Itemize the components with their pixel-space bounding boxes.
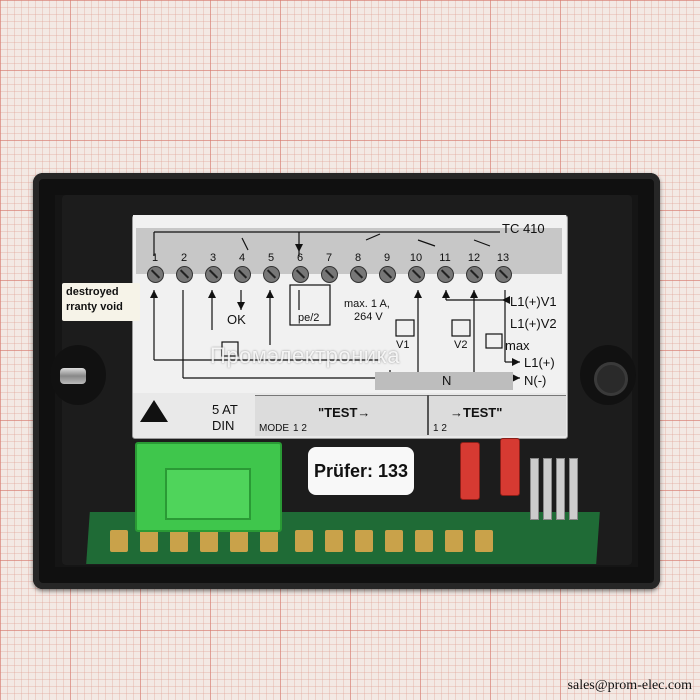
contact-pad [170, 530, 188, 552]
mode-numbers-2: 1 2 [433, 423, 447, 434]
contact-pad [445, 530, 463, 552]
v1-label: V1 [396, 339, 410, 351]
rating-label: max. 1 A, [344, 298, 390, 310]
ok-label: OK [227, 312, 246, 327]
mode-jumper-2[interactable] [500, 438, 520, 496]
terminal-3: 3 [198, 252, 228, 283]
l1-label: L1(+) [524, 355, 555, 370]
test-mode-1-label: "TEST→ [318, 405, 371, 420]
pcb-contacts [100, 530, 500, 554]
contact-pad [295, 530, 313, 552]
terminal-screw [175, 266, 193, 283]
mode-numbers: 1 2 [293, 423, 307, 434]
terminal-row: 1 2 3 4 5 6 7 8 9 10 11 12 13 [140, 252, 520, 286]
contact-pad [230, 530, 248, 552]
contact-pad [140, 530, 158, 552]
terminal-1: 1 [140, 252, 170, 283]
mode-strip [255, 395, 566, 436]
terminal-2: 2 [169, 252, 199, 283]
voltage-label: 264 V [354, 311, 383, 323]
connector-latch[interactable] [165, 468, 251, 520]
terminal-10: 10 [401, 252, 431, 283]
terminal-screw [204, 266, 222, 283]
n-minus-label: N(-) [524, 373, 547, 388]
terminal-screw [494, 266, 512, 283]
mode-jumper-1[interactable] [460, 442, 480, 500]
terminal-screw [465, 266, 483, 283]
terminal-12: 12 [459, 252, 489, 283]
terminal-screw [378, 266, 396, 283]
l1-v2-label: L1(+)V2 [510, 316, 557, 331]
green-terminal-connector[interactable] [135, 442, 282, 532]
contact-pad [200, 530, 218, 552]
v2-label: V2 [454, 339, 468, 351]
contact-email: sales@prom-elec.com [567, 678, 692, 693]
terminal-screw [349, 266, 367, 283]
terminal-9: 9 [372, 252, 402, 283]
neutral-terminal-bar [375, 372, 513, 390]
contact-pad [260, 530, 278, 552]
max-label: max [505, 338, 530, 353]
terminal-bar [136, 228, 562, 274]
terminal-5: 5 [256, 252, 286, 283]
contact-pad [110, 530, 128, 552]
contact-pad [355, 530, 373, 552]
contact-pad [325, 530, 343, 552]
warranty-sticker: destroyed rranty void [62, 283, 140, 321]
header-pin [556, 458, 565, 520]
terminal-screw [146, 266, 164, 283]
mode-divider [427, 395, 429, 435]
pe-label: pe/2 [298, 312, 320, 324]
n-label: N [442, 373, 452, 388]
fuse-rating-label: 5 AT [212, 402, 238, 417]
contact-pad [415, 530, 433, 552]
terminal-13: 13 [488, 252, 518, 283]
terminal-screw [233, 266, 251, 283]
terminal-8: 8 [343, 252, 373, 283]
terminal-11: 11 [430, 252, 460, 283]
watermark-text: Промэлектроника [210, 343, 400, 368]
test-mode-2-label: →TEST" [450, 405, 503, 420]
header-pins [458, 430, 588, 520]
header-pin [530, 458, 539, 520]
header-pin [569, 458, 578, 520]
terminal-6: 6 [285, 252, 315, 283]
terminal-screw [320, 266, 338, 283]
tester-sticker: Prüfer: 133 [308, 447, 414, 495]
model-label: TC 410 [502, 221, 545, 236]
din-label: DIN [212, 418, 235, 433]
l1-v1-label: L1(+)V1 [510, 294, 557, 309]
terminal-4: 4 [227, 252, 257, 283]
hex-socket [594, 362, 628, 396]
terminal-screw [436, 266, 454, 283]
contact-pad [385, 530, 403, 552]
terminal-screw [407, 266, 425, 283]
terminal-7: 7 [314, 252, 344, 283]
mounting-screw [60, 368, 86, 384]
contact-pad [475, 530, 493, 552]
mode-label: MODE [259, 423, 289, 434]
header-pin [543, 458, 552, 520]
terminal-screw [291, 266, 309, 283]
terminal-screw [262, 266, 280, 283]
